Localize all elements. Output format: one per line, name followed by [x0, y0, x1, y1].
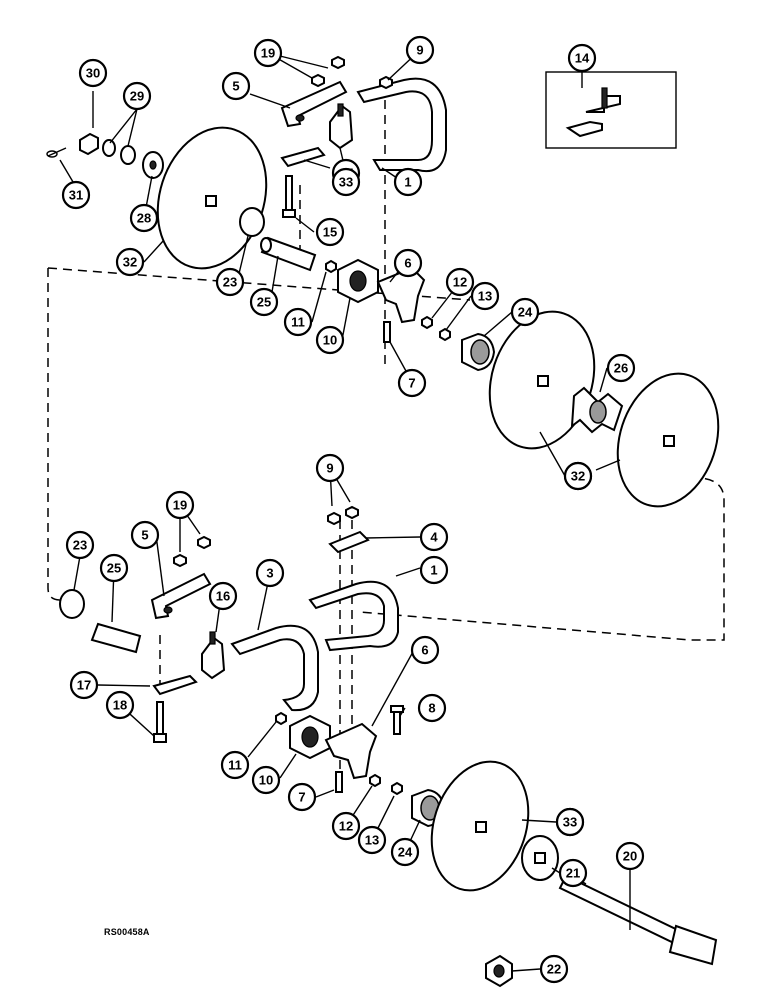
callout: 25	[249, 287, 279, 317]
callout: 9	[405, 35, 435, 65]
callout-label: 31	[69, 188, 83, 203]
callout: 6	[393, 248, 423, 278]
callout-label: 19	[173, 498, 187, 513]
callout-label: 24	[398, 845, 413, 860]
callout: 5	[221, 71, 251, 101]
callout: 25	[99, 553, 129, 583]
callout-label: 5	[232, 79, 239, 94]
callout: 6	[410, 635, 440, 665]
callout: 29	[122, 81, 152, 111]
callout-label: 7	[408, 376, 415, 391]
reference-code: RS00458A	[104, 927, 150, 937]
callout: 14	[567, 43, 597, 73]
callout: 19	[253, 38, 283, 68]
callout-label: 13	[478, 289, 492, 304]
callout-label: 6	[421, 643, 428, 658]
callout-label: 24	[518, 305, 533, 320]
callout-label: 7	[298, 790, 305, 805]
callout: 30	[78, 58, 108, 88]
callout: 1	[393, 167, 423, 197]
callout-label: 10	[259, 773, 273, 788]
callout: 8	[417, 693, 447, 723]
callout: 13	[357, 825, 387, 855]
callout-label: 29	[130, 89, 144, 104]
callout: 3	[255, 558, 285, 588]
callout-label: 5	[141, 528, 148, 543]
callout-label: 16	[216, 589, 230, 604]
callout-label: 25	[107, 561, 121, 576]
callout: 5	[130, 520, 160, 550]
callout: 33	[555, 807, 585, 837]
callout: 11	[220, 750, 250, 780]
callout: 7	[397, 368, 427, 398]
callout: 23	[65, 530, 95, 560]
callout-label: 6	[404, 256, 411, 271]
callout-label: 21	[566, 866, 580, 881]
callout: 32	[563, 461, 593, 491]
callout: 24	[510, 297, 540, 327]
callout-label: 1	[430, 563, 437, 578]
callout-label: 15	[323, 225, 337, 240]
callout-label: 18	[113, 698, 127, 713]
callout-label: 10	[323, 333, 337, 348]
callout: 1	[419, 555, 449, 585]
callout-label: 23	[223, 275, 237, 290]
callout: 7	[287, 782, 317, 812]
callout-label: 30	[86, 66, 100, 81]
callout: 15	[315, 217, 345, 247]
callout-label: 9	[416, 43, 423, 58]
detail-inset-14	[545, 71, 677, 149]
callout-label: 23	[73, 538, 87, 553]
callout: 22	[539, 954, 569, 984]
callout: 16	[208, 581, 238, 611]
callout-label: 3	[266, 566, 273, 581]
lower-assembly	[59, 505, 718, 988]
callout-label: 1	[404, 175, 411, 190]
callout: 19	[165, 490, 195, 520]
callout: 4	[419, 522, 449, 552]
callout: 33	[331, 167, 361, 197]
callout: 11	[283, 307, 313, 337]
callout-label: 19	[261, 46, 275, 61]
callout-label: 12	[339, 819, 353, 834]
callout-label: 9	[326, 461, 333, 476]
callout: 31	[61, 180, 91, 210]
callout-label: 14	[575, 51, 590, 66]
callout-label: 4	[430, 530, 438, 545]
callout: 21	[558, 858, 588, 888]
callout-label: 28	[137, 211, 151, 226]
callout: 28	[129, 203, 159, 233]
callout: 18	[105, 690, 135, 720]
callout-label: 12	[453, 275, 467, 290]
callout-label: 20	[623, 849, 637, 864]
callout: 13	[470, 281, 500, 311]
callout-label: 33	[563, 815, 577, 830]
callout-label: 32	[123, 255, 137, 270]
callout-label: 25	[257, 295, 271, 310]
callout-label: 26	[614, 361, 628, 376]
callout: 20	[615, 841, 645, 871]
callout-label: 11	[228, 758, 242, 773]
callout: 24	[390, 837, 420, 867]
callout-label: 22	[547, 962, 561, 977]
callout-label: 13	[365, 833, 379, 848]
callout: 17	[69, 670, 99, 700]
callout-label: 17	[77, 678, 91, 693]
callout: 12	[445, 267, 475, 297]
callout: 10	[251, 765, 281, 795]
callout: 10	[315, 325, 345, 355]
callout: 26	[606, 353, 636, 383]
callout: 32	[115, 247, 145, 277]
callout-label: 8	[428, 701, 435, 716]
callout-label: 32	[571, 469, 585, 484]
callout: 9	[315, 453, 345, 483]
callout-label: 33	[339, 175, 353, 190]
callout: 12	[331, 811, 361, 841]
callout: 23	[215, 267, 245, 297]
callout-label: 11	[291, 315, 305, 330]
upper-assembly	[46, 55, 720, 508]
